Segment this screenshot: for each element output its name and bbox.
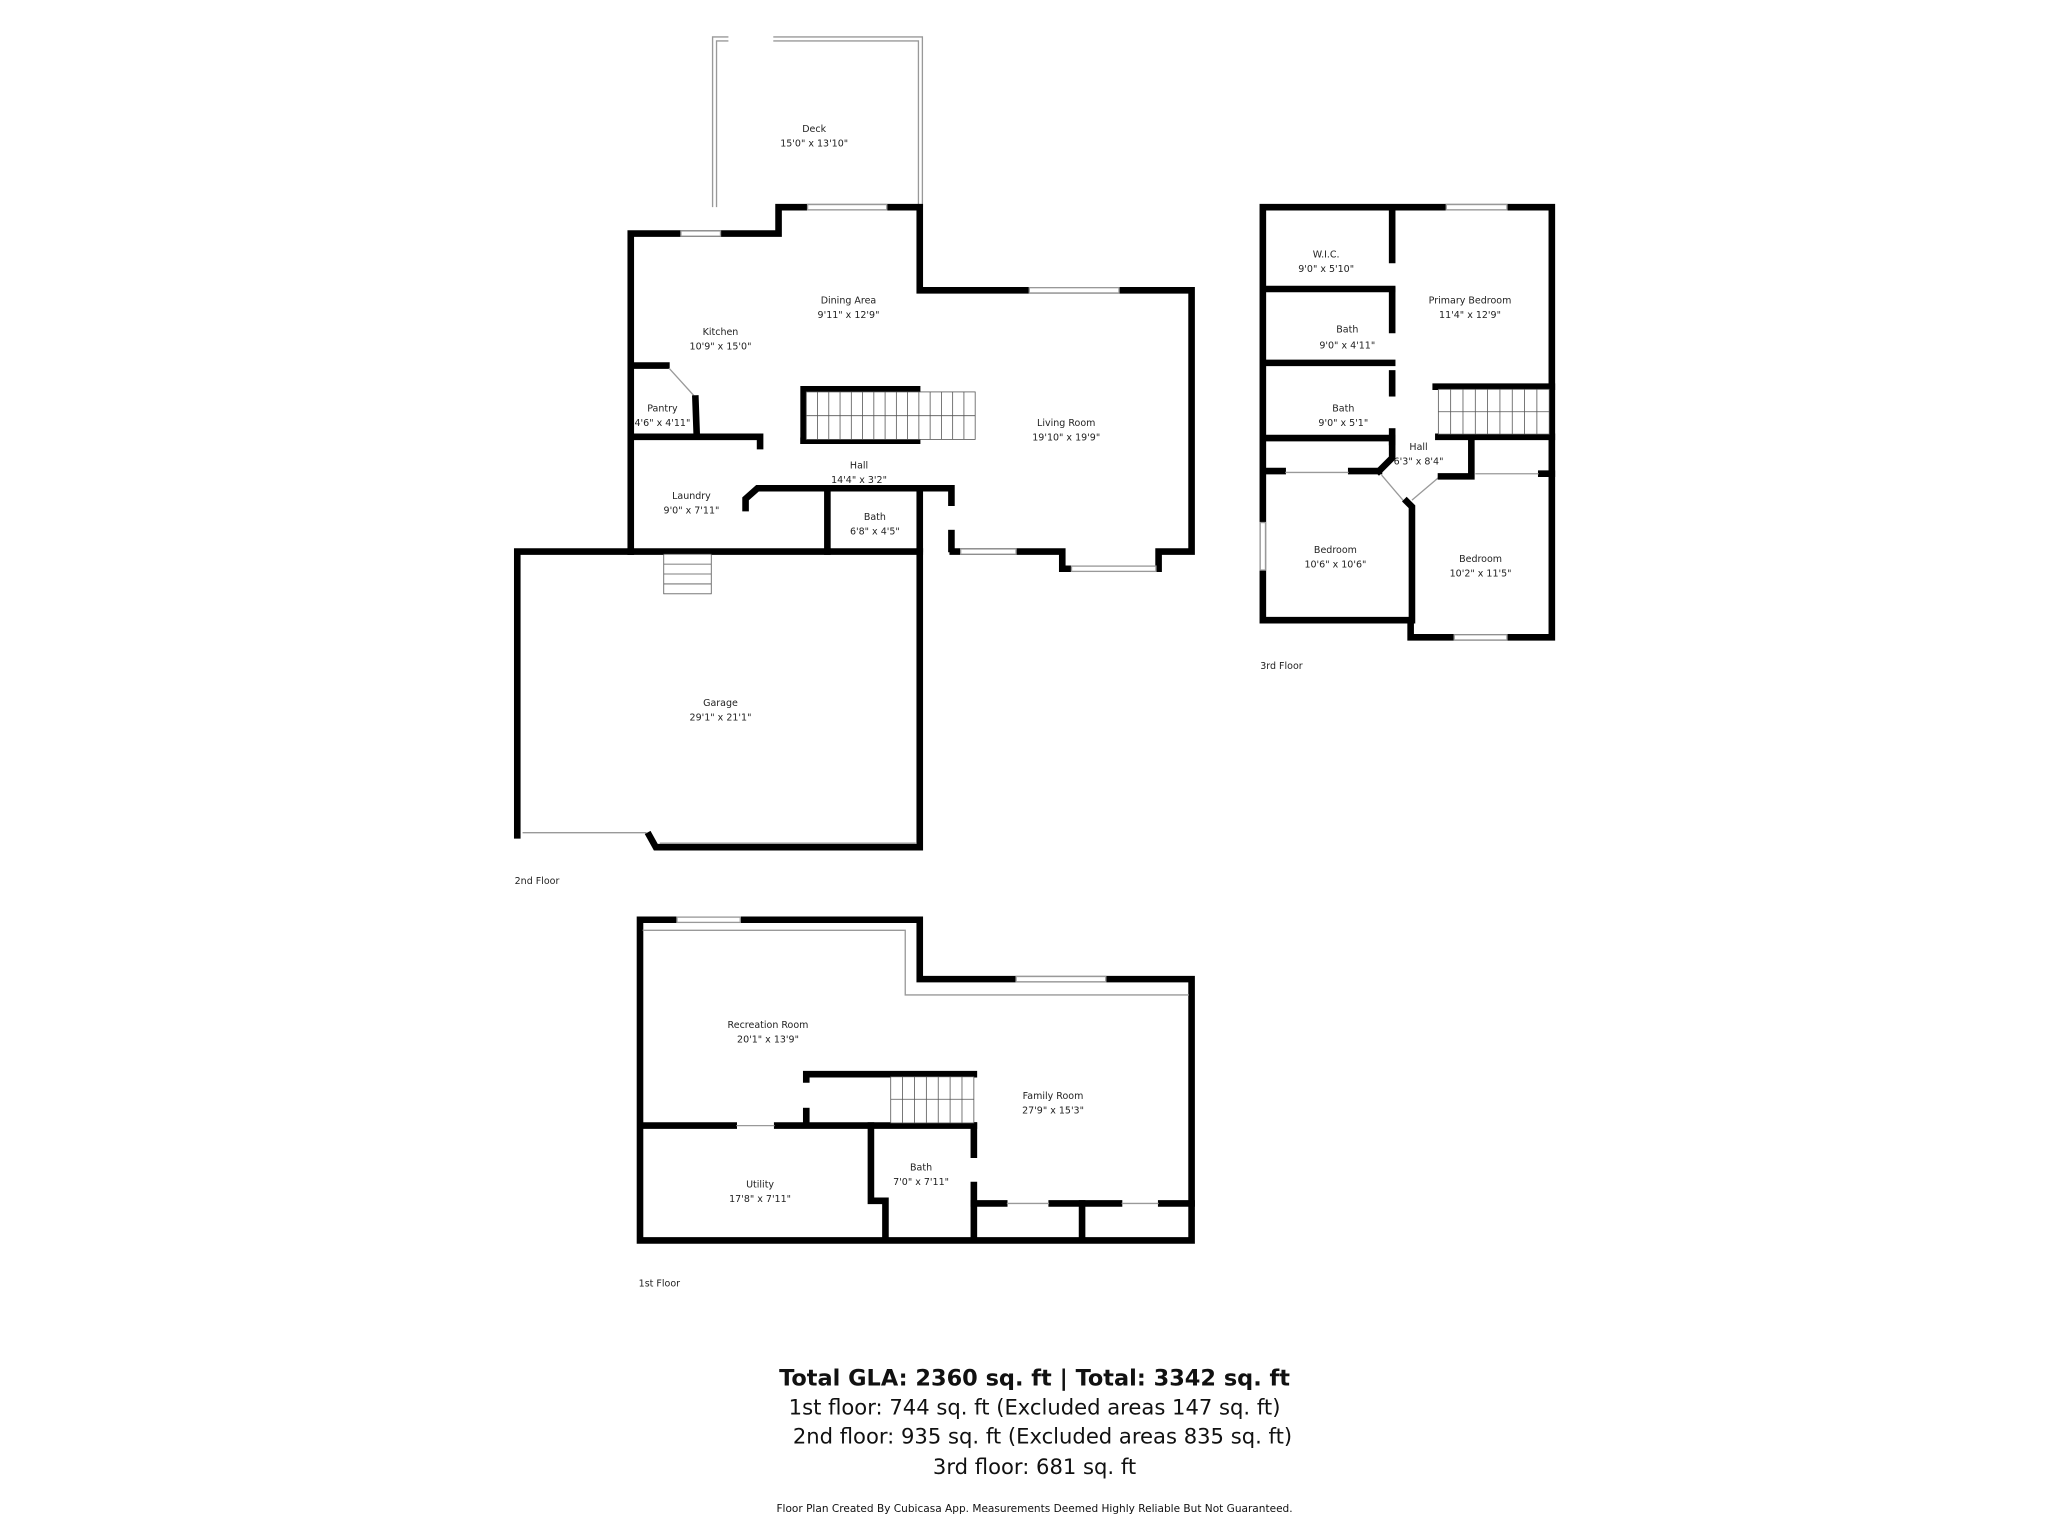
room-name: Pantry [647,404,678,415]
wall [630,433,764,450]
window [680,230,722,237]
window [1015,975,1107,983]
total-area: Total GLA: 2360 sq. ft | Total: 3342 sq.… [779,1366,1290,1392]
room-dims: 20'1" x 13'9" [737,1034,799,1045]
first-floor-plan: Recreation Room 20'1" x 13'9" Family Roo… [636,916,1195,1290]
room-dims: 9'0" x 4'11" [1319,340,1375,351]
window [960,548,1017,555]
room-dims: 9'11" x 12'9" [818,310,880,321]
laundry-wall [742,484,831,553]
room-name: Hall [850,460,868,471]
garage-wall [513,548,635,839]
room-name: Bath [1336,325,1358,336]
first-floor-area: 1st floor: 744 sq. ft (Excluded areas 14… [789,1395,1281,1420]
room-dims: 9'0" x 5'1" [1318,418,1368,429]
room-name: Bath [910,1162,932,1173]
room-dims: 15'0" x 13'10" [780,138,848,149]
window [676,916,741,924]
room-name: Recreation Room [728,1020,809,1031]
wall [1437,432,1475,480]
window [1453,634,1508,641]
room-name: Garage [703,698,738,709]
window [1445,203,1508,211]
second-floor-area: 2nd floor: 935 sq. ft (Excluded areas 83… [793,1424,1292,1449]
window [1070,565,1157,573]
room-name: Family Room [1023,1091,1084,1102]
window [1259,521,1267,571]
room-name: Bath [1332,404,1354,415]
room-name: Utility [746,1180,774,1191]
staircase [1432,383,1556,441]
room-dims: 19'10" x 19'9" [1032,433,1100,444]
wall [636,916,1195,1244]
room-dims: 29'1" x 21'1" [690,712,752,723]
room-dims: 6'8" x 4'5" [850,526,900,537]
wall [1402,496,1416,624]
disclaimer: Floor Plan Created By Cubicasa App. Meas… [776,1503,1292,1515]
room-name: Hall [1409,442,1427,453]
window [1028,287,1120,294]
third-floor-plan: W.I.C. 9'0" x 5'10" Primary Bedroom 11'4… [1259,203,1556,672]
room-dims: 17'8" x 7'11" [729,1194,791,1205]
window [806,203,888,211]
room-dims: 7'0" x 7'11" [893,1177,949,1188]
room-dims: 6'3" x 8'4" [1394,456,1444,467]
room-dims: 9'0" x 5'10" [1298,264,1354,275]
bath-wall [919,484,955,507]
room-name: Living Room [1037,418,1095,429]
room-dims: 14'4" x 3'2" [831,475,887,486]
staircase [802,1070,978,1127]
second-floor-plan: Deck 15'0" x 13'10" Dining Area 9'11" x … [513,36,1195,887]
wall [867,1122,889,1242]
floor-label: 1st Floor [639,1279,680,1290]
room-name: Bedroom [1459,554,1502,565]
room-dims: 27'9" x 15'3" [1022,1106,1084,1117]
room-name: Kitchen [703,327,739,338]
staircase [800,385,976,445]
room-name: W.I.C. [1313,249,1340,260]
wall [627,203,1195,573]
third-floor-area: 3rd floor: 681 sq. ft [933,1454,1136,1479]
area-summary: Total GLA: 2360 sq. ft | Total: 3342 sq.… [776,1366,1292,1516]
room-name: Laundry [672,491,711,502]
room-dims: 11'4" x 12'9" [1439,310,1501,321]
room-dims: 10'9" x 15'0" [690,342,752,353]
pantry-wall [692,395,701,439]
deck-outline [711,36,924,208]
room-dims: 9'0" x 7'11" [664,505,720,516]
room-dims: 10'2" x 11'5" [1450,569,1512,580]
room-name: Primary Bedroom [1429,296,1512,307]
garage-wall [644,548,924,851]
room-name: Bath [864,512,886,523]
room-dims: 4'6" x 4'11" [635,418,691,429]
room-name: Deck [802,124,826,135]
room-name: Dining Area [821,296,877,307]
floor-label: 3rd Floor [1260,661,1303,672]
room-dims: 10'6" x 10'6" [1304,559,1366,570]
garage-stairs [663,553,712,595]
floor-label: 2nd Floor [515,876,560,887]
room-name: Bedroom [1314,545,1357,556]
wall [1262,434,1396,476]
